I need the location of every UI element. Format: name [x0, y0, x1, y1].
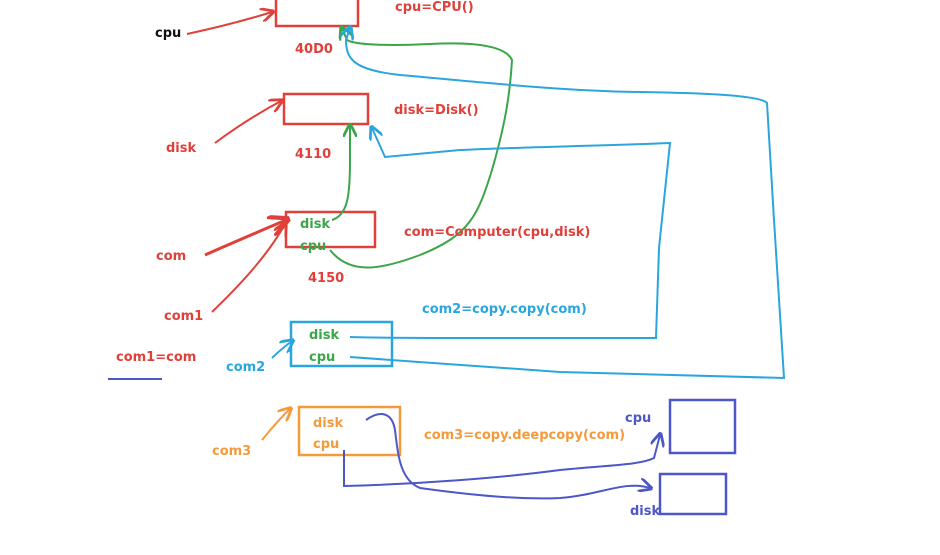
com2-assignment-label: com2=copy.copy(com)	[422, 302, 587, 317]
com-assignment-label: com=Computer(cpu,disk)	[404, 225, 590, 240]
com2-variable-label: com2	[226, 360, 265, 375]
com-disk-ref-arrow	[331, 126, 350, 221]
cpu-var-arrow	[186, 12, 272, 35]
disk-var-arrow	[214, 101, 281, 144]
cpu-object-box	[274, 0, 360, 28]
com-var-arrow	[204, 220, 286, 257]
cpu-assignment-label: cpu=CPU()	[395, 0, 474, 15]
com2-disk-ref-arrow	[349, 128, 672, 339]
com-variable-label: com	[156, 249, 186, 264]
com1-var-arrow	[211, 224, 285, 313]
com3-cpu-field: cpu	[313, 437, 339, 452]
com3-object-box	[297, 405, 402, 457]
com-cpu-ref-arrow	[329, 28, 514, 269]
cpu-address-label: 40D0	[295, 42, 333, 57]
cpu-variable-label: cpu	[155, 26, 181, 41]
com-disk-field: disk	[300, 217, 330, 232]
deepcopy-cpu-label: cpu	[625, 411, 651, 426]
com3-disk-field: disk	[313, 416, 343, 431]
com3-disk-ref-arrow	[365, 413, 650, 500]
deepcopy-cpu-box	[668, 398, 737, 455]
disk-object-box	[282, 92, 370, 126]
com-cpu-field: cpu	[300, 239, 326, 254]
com2-var-arrow	[271, 341, 292, 359]
com2-cpu-ref-arrow	[346, 28, 786, 380]
disk-address-label: 4110	[295, 147, 331, 162]
com-address-label: 4150	[308, 271, 344, 286]
com2-cpu-field: cpu	[309, 350, 335, 365]
deepcopy-disk-label: disk	[630, 504, 660, 519]
com3-variable-label: com3	[212, 444, 251, 459]
com1-variable-label: com1	[164, 309, 203, 324]
com1-assignment-label: com1=com	[116, 350, 196, 365]
com3-var-arrow	[261, 409, 290, 441]
deepcopy-disk-box	[658, 472, 728, 516]
disk-variable-label: disk	[166, 141, 196, 156]
com3-assignment-label: com3=copy.deepcopy(com)	[424, 428, 625, 443]
com2-disk-field: disk	[309, 328, 339, 343]
disk-assignment-label: disk=Disk()	[394, 103, 479, 118]
com3-cpu-ref-arrow	[343, 435, 660, 488]
